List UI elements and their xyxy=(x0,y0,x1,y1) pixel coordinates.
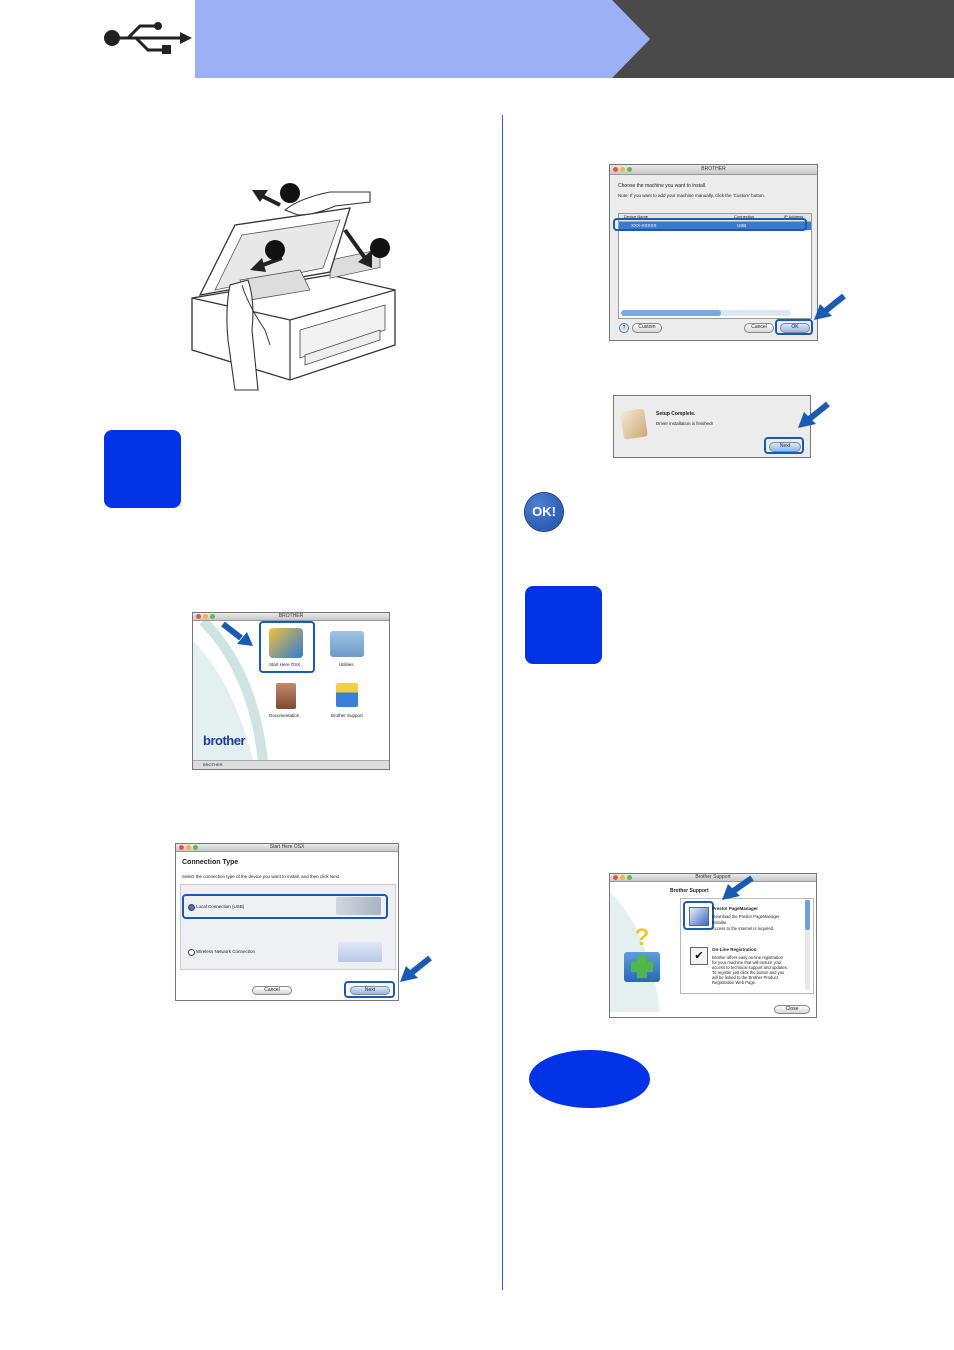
step-marker-left xyxy=(104,430,181,508)
pointer-arrow-icon xyxy=(722,875,754,900)
support-scrollbar[interactable] xyxy=(805,900,810,990)
support-question-icon: ? xyxy=(624,926,660,984)
installer-icon xyxy=(620,408,648,440)
pointer-arrow-icon xyxy=(221,621,253,646)
ok-button-highlight xyxy=(775,319,813,335)
install-cancel-button[interactable]: Cancel xyxy=(744,323,774,333)
connection-titlebar: Start Here OSX xyxy=(176,844,398,852)
support-item1-title[interactable]: Presto! PageManager xyxy=(712,906,759,911)
pointer-arrow-icon xyxy=(814,293,846,320)
install-heading: Choose the machine you want to install. xyxy=(618,183,707,189)
finder-item-utilities[interactable]: Utilities xyxy=(339,662,354,667)
support-item2-line-1: Brother offers easy on-line registration xyxy=(712,955,783,960)
finder-window: BROTHER Start Here OSX Utilities Documen… xyxy=(192,612,390,770)
brother-logo: brother xyxy=(203,733,246,748)
usb-option-label[interactable]: Local Connection (USB) xyxy=(196,904,245,909)
connection-type-dialog: Start Here OSX Connection Type Select th… xyxy=(175,843,399,1001)
support-item2-line-6: Registration Web Page. xyxy=(712,980,757,985)
support-close-button[interactable]: Close xyxy=(774,1005,810,1014)
ok-badge: OK! xyxy=(525,493,563,531)
utilities-folder-icon[interactable] xyxy=(330,631,364,657)
col-device-name[interactable]: Device Name xyxy=(624,214,649,219)
online-registration-icon[interactable]: ✔ xyxy=(690,947,708,965)
support-titlebar: Brother Support xyxy=(610,874,816,882)
horizontal-scrollbar[interactable] xyxy=(621,310,791,316)
step-marker-right xyxy=(525,586,602,664)
documentation-icon[interactable] xyxy=(276,683,296,709)
support-item2-line-4: To register just click the button and yo… xyxy=(712,970,785,975)
printer-illustration xyxy=(191,183,396,391)
usb-radio[interactable] xyxy=(188,904,195,911)
connection-next-highlight xyxy=(344,981,395,998)
usb-cable-image xyxy=(336,897,381,915)
header-band xyxy=(0,0,954,78)
ok-badge-label: OK! xyxy=(532,504,556,519)
finish-oval xyxy=(529,1050,650,1108)
usb-option-highlight xyxy=(182,894,388,919)
support-item1-line-2: installer. xyxy=(712,920,728,925)
support-item2-line-5: will be linked to the Brother Product xyxy=(712,975,778,980)
connection-cancel-button[interactable]: Cancel xyxy=(252,986,292,995)
help-icon[interactable]: ? xyxy=(619,323,629,333)
finder-item-documentation[interactable]: Documentation xyxy=(269,713,300,718)
install-dialog-title: BROTHER xyxy=(701,166,726,172)
support-title: Brother Support xyxy=(695,874,731,880)
wireless-radio[interactable] xyxy=(188,949,195,956)
presto-highlight xyxy=(683,901,714,930)
finder-titlebar: BROTHER xyxy=(193,613,389,621)
support-item2-title[interactable]: On-Line Registration xyxy=(712,947,757,952)
pointer-arrow-icon xyxy=(400,955,432,982)
custom-button[interactable]: Custom xyxy=(632,323,662,333)
device-row-name: XXX-XXXXX xyxy=(631,223,657,228)
install-dialog-titlebar: BROTHER xyxy=(610,165,817,175)
install-dialog: BROTHER Choose the machine you want to i… xyxy=(609,164,818,341)
finder-item-start-here[interactable]: Start Here OSX xyxy=(269,662,301,667)
next-button-highlight xyxy=(764,437,804,454)
support-item2-line-2: for your machine that will ensure your xyxy=(712,960,782,965)
connection-instruction: Select the connection type of the device… xyxy=(182,874,341,879)
support-item1-line-1: Download the Presto! PageManager xyxy=(712,914,780,919)
finder-footer-label: BROTHER xyxy=(203,762,223,767)
start-here-osx-icon[interactable] xyxy=(269,628,303,658)
setup-complete-dialog: Setup Complete. Driver installation is f… xyxy=(613,395,811,458)
finder-item-brother-support[interactable]: Brother Support xyxy=(331,713,363,718)
col-ip[interactable]: IP Address xyxy=(784,214,804,219)
col-connection[interactable]: Connection xyxy=(734,214,755,219)
wireless-image xyxy=(338,942,382,962)
setup-complete-message: Driver installation is finished! xyxy=(656,421,714,426)
connection-title: Start Here OSX xyxy=(269,844,305,850)
pointer-arrow-icon xyxy=(798,401,830,428)
brother-support-icon[interactable] xyxy=(336,683,358,707)
column-divider xyxy=(502,115,503,1290)
brother-support-window: Brother Support ? Brother Support Presto… xyxy=(609,873,817,1018)
support-item2-line-3: access to technical support and updates. xyxy=(712,965,788,970)
finder-background-swirl xyxy=(193,621,268,761)
finder-title: BROTHER xyxy=(278,613,304,619)
device-row[interactable] xyxy=(619,222,811,230)
support-heading: Brother Support xyxy=(670,888,709,894)
finder-footer: BROTHER xyxy=(193,760,389,769)
presto-pagemanager-icon[interactable] xyxy=(689,907,709,926)
connection-next-button[interactable]: Next xyxy=(350,986,390,995)
install-note: Note: If you want to add your machine ma… xyxy=(618,193,765,198)
setup-complete-heading: Setup Complete. xyxy=(656,411,696,417)
start-here-highlight xyxy=(259,621,315,673)
support-item1-line-3: Access to the internet is required. xyxy=(712,926,775,931)
device-row-connection: USB xyxy=(737,223,747,228)
wireless-option-label[interactable]: Wireless Network Connection xyxy=(196,949,256,954)
install-ok-button[interactable]: OK xyxy=(780,323,810,333)
usb-icon xyxy=(104,22,192,54)
complete-next-button[interactable]: Next xyxy=(769,442,801,452)
connection-heading: Connection Type xyxy=(182,859,239,866)
device-row-highlight xyxy=(613,218,807,231)
